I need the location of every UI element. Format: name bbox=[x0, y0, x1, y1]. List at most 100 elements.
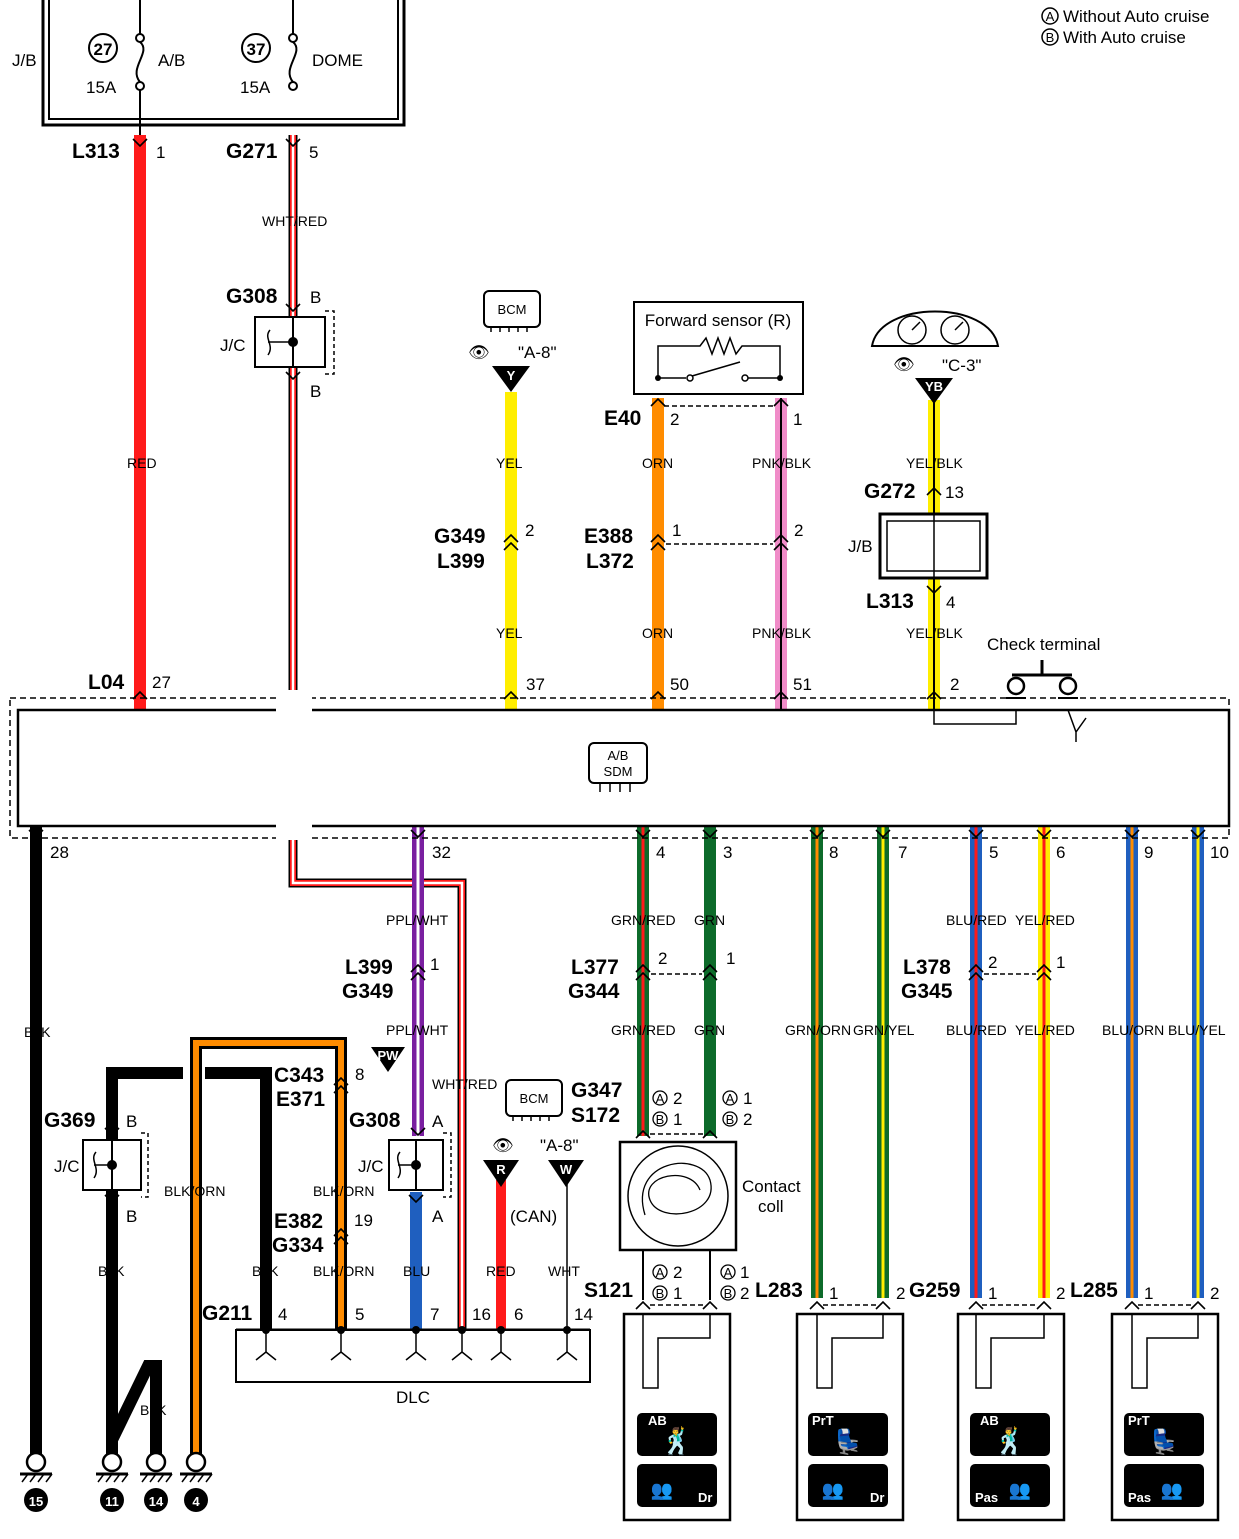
wire-blk-28 bbox=[30, 826, 42, 1454]
pretensioner-icon-2: 💺 bbox=[1149, 1428, 1179, 1456]
svg-text:5: 5 bbox=[355, 1305, 364, 1324]
svg-text:G271: G271 bbox=[226, 140, 278, 163]
svg-text:BLK/ORN: BLK/ORN bbox=[313, 1263, 374, 1279]
wire-red-can bbox=[496, 1180, 506, 1330]
svg-text:YEL/RED: YEL/RED bbox=[1015, 912, 1075, 928]
svg-text:L378: L378 bbox=[903, 956, 951, 979]
svg-text:E371: E371 bbox=[276, 1088, 325, 1111]
svg-text:27: 27 bbox=[152, 673, 171, 692]
svg-text:BLK: BLK bbox=[140, 1402, 167, 1418]
forward-sensor: Forward sensor (R) E40 2 1 ORN PNK/BLK E… bbox=[584, 301, 812, 700]
svg-text:BLU/RED: BLU/RED bbox=[946, 1022, 1007, 1038]
svg-text:BLU/YEL: BLU/YEL bbox=[1168, 1022, 1226, 1038]
svg-text:A: A bbox=[726, 1091, 735, 1106]
svg-text:10: 10 bbox=[1210, 843, 1229, 862]
svg-text:A: A bbox=[724, 1265, 733, 1280]
svg-text:37: 37 bbox=[526, 675, 545, 694]
svg-text:SDM: SDM bbox=[604, 764, 633, 779]
svg-text:2: 2 bbox=[988, 953, 997, 972]
svg-text:2: 2 bbox=[525, 521, 534, 540]
svg-text:GRN/RED: GRN/RED bbox=[611, 912, 676, 928]
svg-text:B: B bbox=[126, 1207, 137, 1226]
svg-text:1: 1 bbox=[726, 949, 735, 968]
svg-text:4: 4 bbox=[946, 593, 955, 612]
svg-text:J/B: J/B bbox=[848, 537, 873, 556]
fuse-27-icon bbox=[135, 41, 145, 83]
contact-coil: G347 S172 A 2 B 1 A 1 B 2 Contact coll bbox=[571, 1079, 801, 1252]
svg-text:Y: Y bbox=[507, 368, 516, 383]
svg-text:32: 32 bbox=[432, 843, 451, 862]
svg-text:S172: S172 bbox=[571, 1104, 620, 1127]
svg-text:GRN/RED: GRN/RED bbox=[611, 1022, 676, 1038]
svg-text:WHT/RED: WHT/RED bbox=[432, 1076, 497, 1092]
svg-text:YEL/BLK: YEL/BLK bbox=[906, 625, 963, 641]
svg-text:1: 1 bbox=[672, 521, 681, 540]
combination-meter: 👁 "C-3" YB YEL/BLK G272 13 J/B L313 4 YE… bbox=[848, 310, 1000, 700]
svg-text:DLC: DLC bbox=[396, 1388, 430, 1407]
svg-text:L372: L372 bbox=[586, 550, 634, 573]
svg-text:5: 5 bbox=[309, 143, 318, 162]
svg-text:RED: RED bbox=[127, 455, 157, 471]
top-connectors: L313 1 G271 5 WHT/RED RED bbox=[72, 138, 327, 471]
svg-text:A/B: A/B bbox=[158, 51, 185, 70]
svg-text:6: 6 bbox=[1056, 843, 1065, 862]
svg-text:S121: S121 bbox=[584, 1279, 633, 1302]
svg-text:B: B bbox=[126, 1112, 137, 1131]
svg-text:C343: C343 bbox=[274, 1064, 324, 1087]
svg-text:B: B bbox=[310, 382, 321, 401]
seat-person-icon: 👥 bbox=[651, 1480, 673, 1500]
svg-text:G345: G345 bbox=[901, 980, 953, 1003]
seat-person-icon-3: 👥 bbox=[1009, 1480, 1031, 1500]
switch-icon bbox=[691, 361, 741, 377]
lower-labels: BLK PPL/WHT L399 G349 1 PPL/WHT GRN/RED … bbox=[24, 912, 1226, 1040]
svg-text:14: 14 bbox=[149, 1494, 164, 1509]
svg-text:4: 4 bbox=[656, 843, 665, 862]
svg-text:L313: L313 bbox=[72, 140, 120, 163]
svg-text:AB: AB bbox=[980, 1413, 999, 1428]
bcm-top: BCM 👁 "A-8" Y YEL G349 L399 2 YEL 37 bbox=[434, 290, 557, 700]
svg-text:L313: L313 bbox=[866, 590, 914, 613]
legend: A Without Auto cruise B With Auto cruise bbox=[1041, 7, 1209, 47]
svg-text:4: 4 bbox=[192, 1494, 200, 1509]
svg-text:1: 1 bbox=[793, 410, 802, 429]
svg-text:G211: G211 bbox=[202, 1302, 253, 1325]
svg-text:2: 2 bbox=[740, 1284, 749, 1303]
ground-icon-4: 4 bbox=[180, 1451, 213, 1512]
svg-text:J/B: J/B bbox=[12, 51, 37, 70]
svg-text:1: 1 bbox=[430, 955, 439, 974]
svg-text:4: 4 bbox=[278, 1305, 287, 1324]
svg-text:7: 7 bbox=[430, 1305, 439, 1324]
svg-text:2: 2 bbox=[950, 675, 959, 694]
svg-text:Dr: Dr bbox=[870, 1490, 884, 1505]
svg-text:14: 14 bbox=[574, 1305, 593, 1324]
svg-text:E382: E382 bbox=[274, 1210, 323, 1233]
svg-text:PPL/WHT: PPL/WHT bbox=[386, 1022, 449, 1038]
svg-text:28: 28 bbox=[50, 843, 69, 862]
svg-text:J/C: J/C bbox=[220, 336, 246, 355]
jb-fuse-box: J/B 27 15A A/B 37 15A DOME bbox=[12, 0, 406, 135]
svg-text:BLK: BLK bbox=[252, 1263, 279, 1279]
wire-blk-dlc4 bbox=[205, 1067, 272, 1330]
wire-blk-g369 bbox=[106, 1067, 183, 1454]
svg-text:AB: AB bbox=[648, 1413, 667, 1428]
svg-text:15A: 15A bbox=[240, 78, 271, 97]
svg-text:G349: G349 bbox=[342, 980, 393, 1003]
svg-text:RED: RED bbox=[486, 1263, 516, 1279]
svg-text:B: B bbox=[656, 1112, 665, 1127]
svg-text:YEL: YEL bbox=[496, 455, 523, 471]
wire-blu bbox=[410, 1192, 422, 1330]
resistor-icon bbox=[657, 335, 781, 378]
svg-text:BLK: BLK bbox=[24, 1024, 51, 1040]
legend-b: With Auto cruise bbox=[1063, 28, 1186, 47]
bcm-bottom: BCM 👁 "A-8" R W (CAN) RED WHT bbox=[483, 1079, 584, 1279]
svg-text:1: 1 bbox=[156, 143, 165, 162]
dlc-connector: G211 4 5 7 16 6 14 DLC bbox=[202, 1302, 593, 1407]
svg-text:GRN/YEL: GRN/YEL bbox=[853, 1022, 915, 1038]
svg-text:G308: G308 bbox=[349, 1109, 401, 1132]
svg-text:L285: L285 bbox=[1070, 1279, 1118, 1302]
svg-text:B: B bbox=[726, 1112, 735, 1127]
svg-text:51: 51 bbox=[793, 675, 812, 694]
svg-text:B: B bbox=[656, 1286, 665, 1301]
wire-blk-ground14 bbox=[106, 1360, 162, 1454]
lower-left-junctions: PW C343 E371 8 G308 A J/C A WHT/RED G369… bbox=[44, 1047, 497, 1418]
